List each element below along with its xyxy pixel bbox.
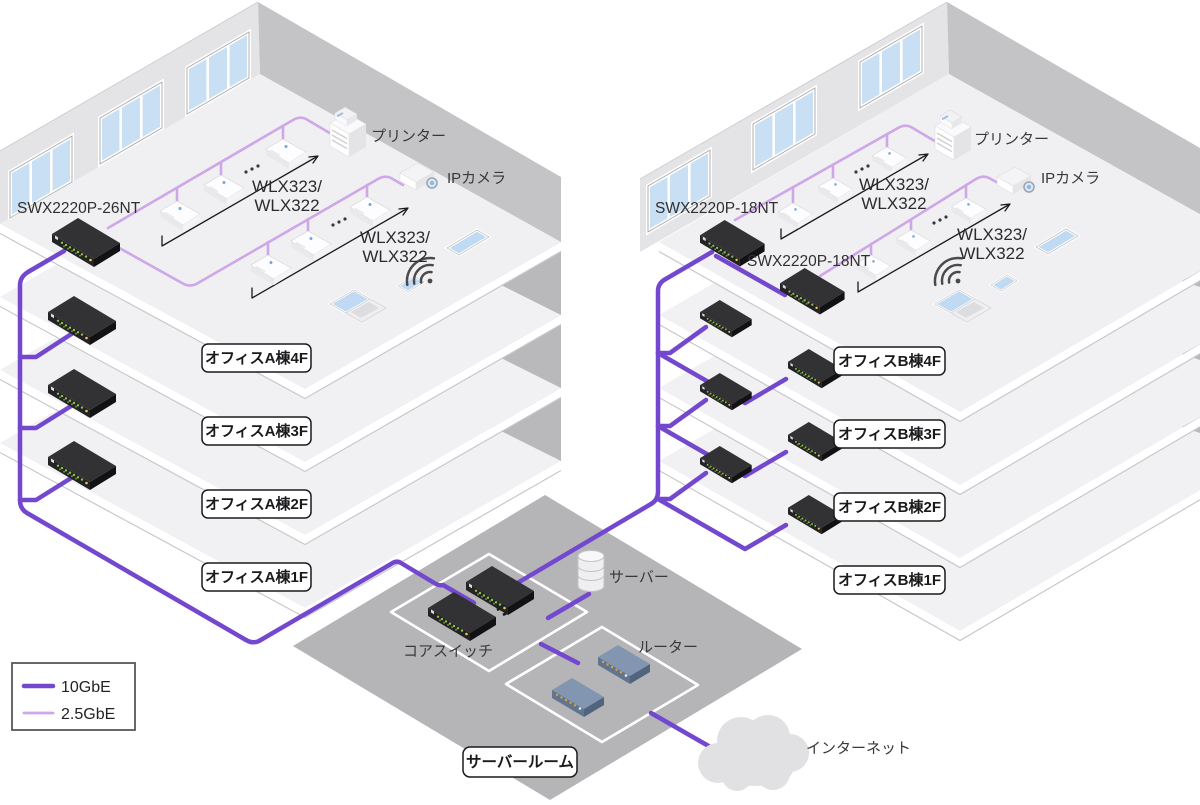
camera-label-b: IPカメラ: [1041, 170, 1100, 187]
ap-group-arrow: [780, 153, 929, 240]
building-a: [0, 1, 562, 619]
ap-model-label: WLX323/: [957, 225, 1027, 244]
building-a-floors: [0, 74, 562, 619]
legend-box: [11, 662, 136, 731]
link-10gbe-b-2f-b: [655, 423, 789, 479]
floor-labels-b: オフィスB棟4F オフィスB棟3F オフィスB棟2F オフィスB棟1F: [833, 346, 946, 595]
router-zone: [504, 625, 700, 744]
printer-label-b: プリンター: [974, 131, 1049, 148]
link-10gbe-router-internet: [648, 710, 722, 755]
floor-label: オフィスB棟3F: [838, 425, 941, 443]
switch-b1-label: SWX2220P-18NT: [655, 200, 779, 217]
link-10gbe-core-router: [538, 641, 581, 666]
ap-group-arrow: [857, 203, 1011, 293]
ap-dots: [244, 164, 347, 227]
ap-group-arrow: [161, 155, 319, 247]
link-10gbe-b-1f-b: [655, 496, 789, 552]
legend-25gbe-label: 2.5GbE: [61, 706, 115, 723]
floor-label: オフィスA棟4F: [205, 349, 308, 367]
link-25gbe-a-printer: [106, 116, 335, 230]
switch-b2-label: SWX2220P-18NT: [747, 253, 871, 270]
ap-model-label: WLX322: [861, 194, 926, 213]
link-10gbe-b-trunk: [506, 249, 715, 591]
core-switch-zone: [389, 552, 589, 673]
floor-label: オフィスA棟1F: [205, 568, 308, 586]
svg-text:サーバールーム: サーバールーム: [466, 753, 574, 771]
server-room-label: サーバールーム: [462, 746, 578, 778]
link-10gbe-a-3f: [17, 328, 79, 360]
router-label: ルーター: [638, 639, 698, 656]
core-switch-label: コアスイッチ: [403, 643, 493, 660]
ap-model-label: WLX322: [959, 244, 1024, 263]
link-10gbe-a-1f: [17, 472, 79, 503]
server-database: [577, 550, 605, 592]
internet-cloud-icon: [698, 715, 809, 791]
server-label: サーバー: [609, 569, 669, 586]
link-10gbe-b-3f-b: [655, 350, 789, 406]
camera-label-a: IPカメラ: [447, 170, 506, 187]
ap-model-label: WLX323/: [252, 177, 322, 196]
link-10gbe-a-trunk: [17, 248, 477, 645]
internet-label: インターネット: [806, 740, 911, 757]
floor-label: オフィスB棟2F: [838, 498, 941, 516]
printer-label-a: プリンター: [371, 128, 446, 145]
floor-label: オフィスB棟4F: [838, 352, 941, 370]
ap-model-label: WLX323/: [859, 175, 929, 194]
link-10gbe-a-2f: [17, 400, 79, 431]
legend-10gbe-label: 10GbE: [61, 679, 111, 696]
building-b-right-wall: [947, 2, 1200, 220]
ap-model-label: WLX322: [254, 196, 319, 215]
link-25gbe-b-printer: [733, 124, 940, 222]
building-a-right-wall: [258, 2, 561, 243]
link-10gbe-b-4f-pair: [713, 253, 788, 298]
link-25gbe-b-camera: [818, 175, 1002, 278]
links: [17, 116, 1011, 755]
switch-a-label: SWX2220P-26NT: [17, 200, 141, 217]
floor-labels-a: オフィスA棟4F オフィスA棟3F オフィスA棟2F オフィスA棟1F: [201, 343, 312, 592]
devices-a: [48, 106, 491, 490]
floor-label: オフィスB棟1F: [838, 571, 941, 589]
labels: SWX2220P-26NT SWX2220P-18NT SWX2220P-18N…: [17, 128, 1100, 778]
ap-dots: [854, 164, 948, 225]
link-25gbe-a-camera: [103, 175, 405, 287]
floor-label: オフィスA棟3F: [205, 422, 308, 440]
ap-model-label: WLX323/: [360, 228, 430, 247]
link-10gbe-core-server: [545, 591, 592, 621]
devices-b: [700, 109, 1080, 535]
floor-label: オフィスA棟2F: [205, 495, 308, 513]
legend: 10GbE 2.5GbE: [11, 662, 136, 731]
ap-model-label: WLX322: [362, 247, 427, 266]
server-room-devices: [428, 550, 809, 791]
ap-group-arrow: [251, 207, 409, 299]
